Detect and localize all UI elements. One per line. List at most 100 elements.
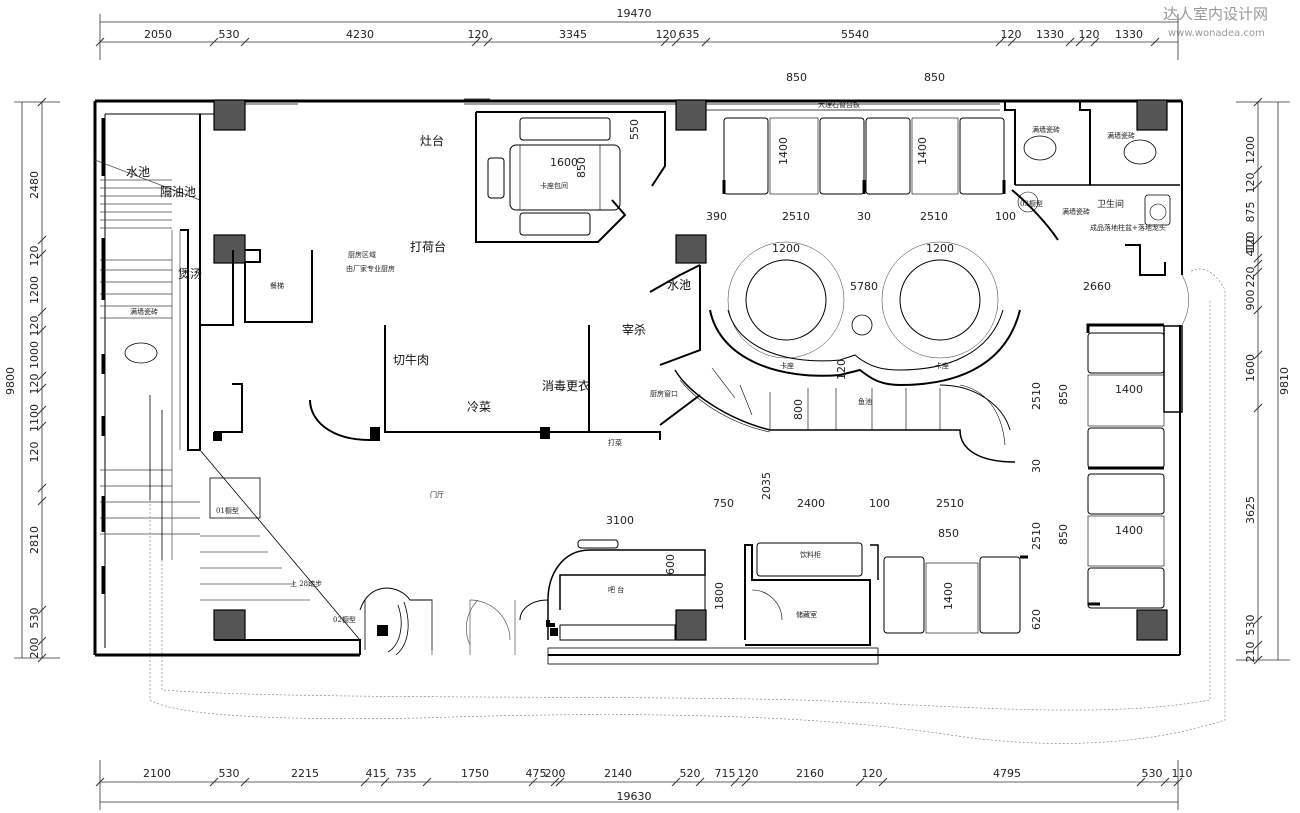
label-booth-b: 卡座 xyxy=(935,361,949,370)
storage-room xyxy=(744,542,879,646)
label-hall: 门厅 xyxy=(430,490,444,499)
dimension-label: 120 xyxy=(738,767,759,780)
dimension-tick xyxy=(37,421,47,431)
dimension-tick xyxy=(240,777,250,787)
hall-lines xyxy=(149,395,433,656)
dim-30-b: 30 xyxy=(1030,459,1043,473)
label-prep: 打荷台 xyxy=(410,239,446,254)
label-kitchen-area: 厨房区域 xyxy=(348,250,376,259)
label-stove: 灶台 xyxy=(420,133,444,148)
dimension-label: 220 xyxy=(1244,267,1257,288)
left-dimension-chain xyxy=(14,101,60,659)
label-fish-pool: 鱼池 xyxy=(858,397,872,406)
dim-1400-top-a: 1400 xyxy=(777,137,790,165)
dim-1400-e: 1400 xyxy=(942,582,955,610)
left-stair-hatching xyxy=(94,159,201,560)
dim-2035: 2035 xyxy=(760,472,773,500)
dimension-label: 120 xyxy=(1244,232,1257,253)
dimension-tick xyxy=(1253,640,1263,650)
dimension-tick xyxy=(555,777,565,787)
dimension-label: 530 xyxy=(219,28,240,41)
bottom-dimension-ticks xyxy=(95,777,1183,787)
dimension-label: 2140 xyxy=(604,767,632,780)
dim-2510-c: 2510 xyxy=(1030,382,1043,410)
dimension-tick xyxy=(37,235,47,245)
door-swing-right xyxy=(1181,274,1189,326)
dimension-label: 1200 xyxy=(1244,136,1257,164)
dim-1400-top-b: 1400 xyxy=(916,137,929,165)
dim-1600: 1600 xyxy=(550,156,578,169)
dim-30-a: 30 xyxy=(857,210,871,223)
label-cold-dish: 冷菜 xyxy=(467,400,491,414)
dimension-tick xyxy=(995,37,1005,47)
dimension-tick xyxy=(1253,350,1263,360)
dimension-tick xyxy=(95,37,105,47)
dimension-tick xyxy=(1253,305,1263,315)
label-kitchen-vendor: 由厂家专业厨房 xyxy=(346,264,395,273)
dimension-label: 120 xyxy=(28,246,41,267)
dimension-tick xyxy=(1253,235,1263,245)
label-tile-restroom-c: 满墙瓷砖 xyxy=(1062,207,1090,216)
dimension-tick xyxy=(671,777,681,787)
dim-100-a: 100 xyxy=(995,210,1016,223)
top-dimension-chain xyxy=(99,14,1179,60)
label-stairs: 上 28踏步 xyxy=(290,579,322,588)
dim-800: 800 xyxy=(792,399,805,420)
dimension-tick xyxy=(1253,97,1263,107)
dimension-label: 120 xyxy=(28,316,41,337)
dimension-tick xyxy=(380,777,390,787)
dimension-tick xyxy=(37,496,47,506)
dimension-tick xyxy=(422,777,432,787)
dimension-label: 4230 xyxy=(346,28,374,41)
dimension-tick xyxy=(1253,165,1263,175)
dimension-label: 120 xyxy=(862,767,883,780)
dimension-label: 900 xyxy=(1244,290,1257,311)
dimension-tick xyxy=(695,777,705,787)
label-sink: 水池 xyxy=(667,278,691,292)
dimension-tick xyxy=(1136,777,1146,787)
dim-1400-right-b: 1400 xyxy=(1115,524,1143,537)
dimension-tick xyxy=(37,383,47,393)
label-restroom: 卫生间 xyxy=(1097,198,1124,210)
toilet-fixture-left xyxy=(124,342,158,364)
bottom-dimension-chain xyxy=(99,760,1179,810)
dimension-tick xyxy=(240,37,250,47)
entrance-doors xyxy=(431,599,516,655)
dimension-label: 2480 xyxy=(28,171,41,199)
dimension-tick xyxy=(701,37,711,47)
top-dimension-ticks xyxy=(95,37,1160,47)
curved-booth xyxy=(674,309,1021,463)
dim-3100: 3100 xyxy=(606,514,634,527)
dimension-tick xyxy=(483,37,493,47)
dimension-label: 4795 xyxy=(993,767,1021,780)
dim-120-mid: 120 xyxy=(835,359,848,380)
booth-seats-top xyxy=(722,117,1006,195)
label-beef: 切牛肉 xyxy=(393,352,429,367)
dimension-label: 2215 xyxy=(291,767,319,780)
dimension-tick xyxy=(37,405,47,415)
dim-2510-a: 2510 xyxy=(782,210,810,223)
bottom-step xyxy=(547,647,879,665)
dimension-label: 2100 xyxy=(143,767,171,780)
dimension-label: 1200 xyxy=(28,276,41,304)
dimension-label: 530 xyxy=(1244,615,1257,636)
dimension-label: 200 xyxy=(545,767,566,780)
top-windows xyxy=(245,98,1000,111)
dimension-label: 210 xyxy=(1244,642,1257,663)
dimension-tick xyxy=(1253,403,1263,413)
dim-1800: 1800 xyxy=(713,582,726,610)
dim-390: 390 xyxy=(706,210,727,223)
dimension-tick xyxy=(37,371,47,381)
dimension-label: 1000 xyxy=(28,341,41,369)
dim-1200-a: 1200 xyxy=(772,242,800,255)
dimension-label: 530 xyxy=(1142,767,1163,780)
booth-seats-bottom xyxy=(883,555,1028,634)
floor-drain-marker-3 xyxy=(213,432,222,441)
dimension-tick xyxy=(209,777,219,787)
dimension-label: 1600 xyxy=(1244,354,1257,382)
private-booth-room xyxy=(475,111,666,243)
label-slaughter: 宰杀 xyxy=(622,322,646,337)
